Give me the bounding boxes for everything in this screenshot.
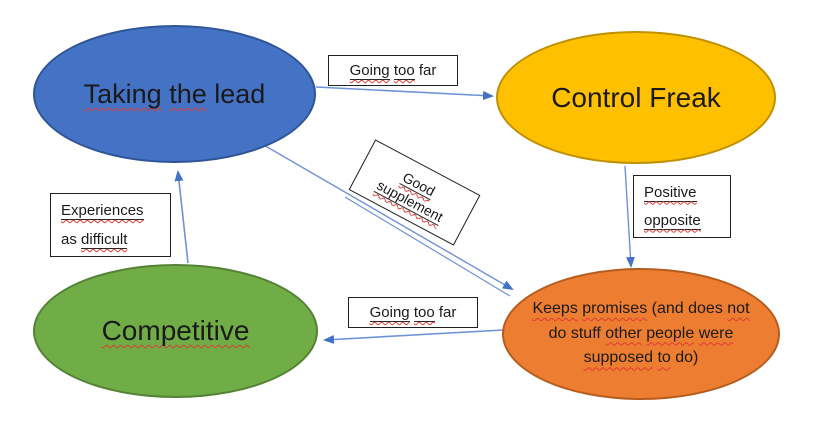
node-competitive: Competitive	[33, 264, 318, 398]
arrow-control-to-keeps	[624, 165, 635, 268]
arrow-taking-to-keeps	[261, 143, 514, 291]
node-control-freak-label: Control Freak	[551, 81, 721, 113]
arrow-taking-to-control	[315, 86, 494, 101]
arrow-taking-to-keeps-double-line	[344, 196, 511, 297]
arrow-competitive-to-taking	[174, 170, 189, 264]
edge-label-going-too-far-top: Going too far	[328, 55, 458, 86]
node-taking-the-lead-label: Taking the lead	[83, 78, 266, 109]
node-competitive-label: Competitive	[101, 315, 250, 347]
node-control-freak: Control Freak	[496, 31, 776, 164]
node-taking-the-lead: Taking the lead	[33, 25, 316, 163]
edge-label-going-too-far-bottom: Going too far	[348, 297, 478, 328]
arrow-keeps-to-competitive	[323, 329, 504, 344]
